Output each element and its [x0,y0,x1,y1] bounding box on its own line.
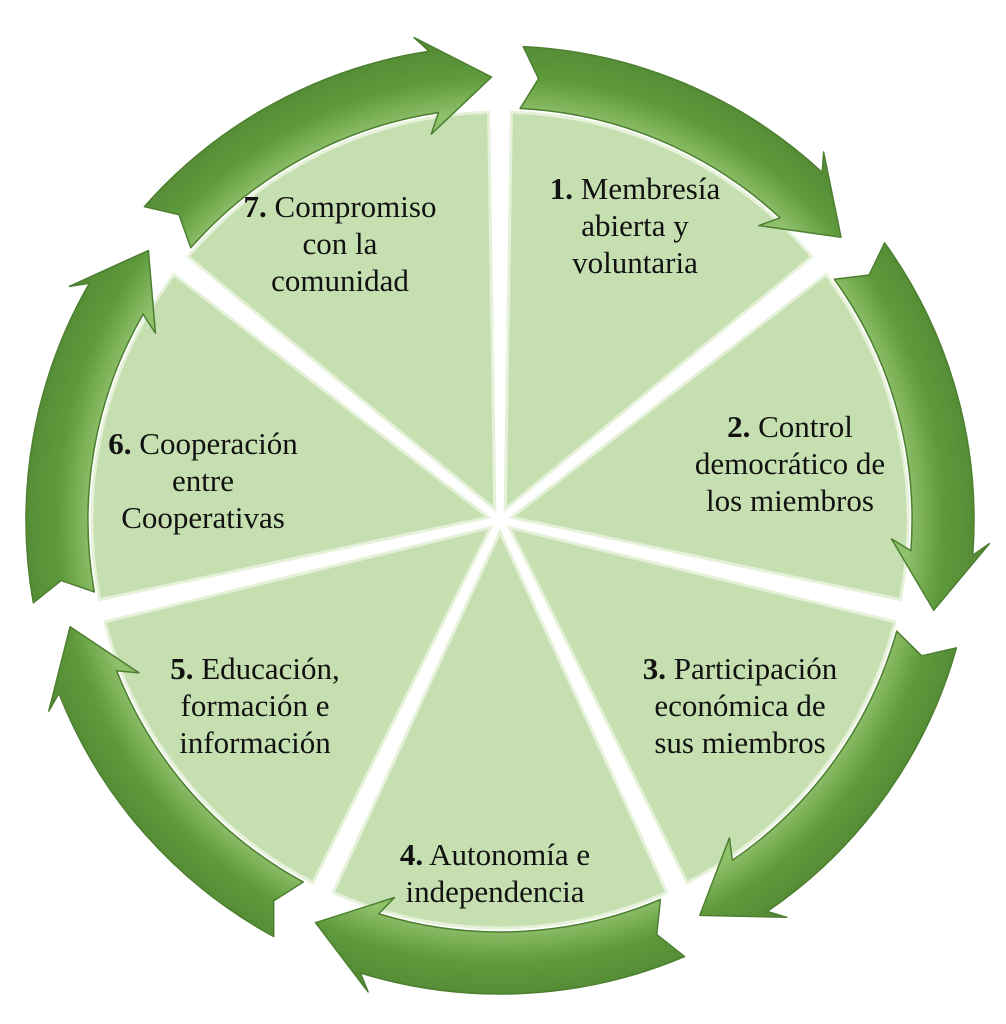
cycle-arrow-3 [699,630,958,919]
segment-1 [503,110,814,513]
principle-6-line-1: Cooperación [139,426,298,461]
principle-4-number: 4. [399,837,424,872]
principle-3-number: 3. [642,651,666,686]
principle-6-number: 6. [108,426,132,461]
principle-6-label: 6. Cooperación entre Cooperativas [78,425,328,536]
principle-1-line-1: Membresía [580,171,721,206]
principle-3-line-3: sus miembros [654,725,826,760]
segment-7 [186,110,497,513]
principle-3-label: 3. Participación económica de sus miembr… [595,650,885,761]
principle-4-label: 4. Autonomía e independencia [355,836,635,910]
cycle-arrow-2 [833,242,991,612]
principle-2-line-2: democrático de [694,446,886,481]
cycle-arrow-7 [143,36,493,249]
principle-7-line-2: con la [302,226,378,261]
principle-5-line-1: Educación, [201,651,340,686]
principle-1-label: 1. Membresía abierta y voluntaria [510,170,760,281]
segment-3 [506,525,897,885]
segment-6 [90,272,492,602]
principle-7-line-3: comunidad [271,263,409,298]
principle-2-line-1: Control [758,409,853,444]
principle-2-number: 2. [727,409,751,444]
cycle-arrow-6 [25,249,157,604]
principle-7-number: 7. [243,189,267,224]
cycle-arrow-4 [314,896,686,995]
principle-6-line-3: Cooperativas [121,500,285,535]
principle-2-line-3: los miembros [706,483,874,518]
principle-1-line-3: voluntaria [572,245,698,280]
principle-2-label: 2. Control democrático de los miembros [660,408,920,519]
principle-6-line-2: entre [172,463,234,498]
principle-1-number: 1. [549,171,574,206]
principle-7-label: 7. Compromiso con la comunidad [215,188,465,299]
principle-5-line-3: información [179,725,331,760]
principle-3-line-1: Participación [673,651,838,686]
segment-4 [331,528,669,930]
principle-7-line-1: Compromiso [274,189,437,224]
cycle-arrow-5 [48,626,305,938]
principle-5-number: 5. [170,651,194,686]
principle-4-line-2: independencia [405,874,585,909]
principle-5-line-2: formación e [180,688,330,723]
segment-5 [103,525,494,885]
principle-1-line-2: abierta y [581,208,689,243]
principle-3-line-2: económica de [654,688,826,723]
principle-4-line-1: Autonomía e [429,837,591,872]
cycle-arrow-1 [519,45,842,238]
principle-5-label: 5. Educación, formación e información [130,650,380,761]
segment-2 [508,272,910,602]
